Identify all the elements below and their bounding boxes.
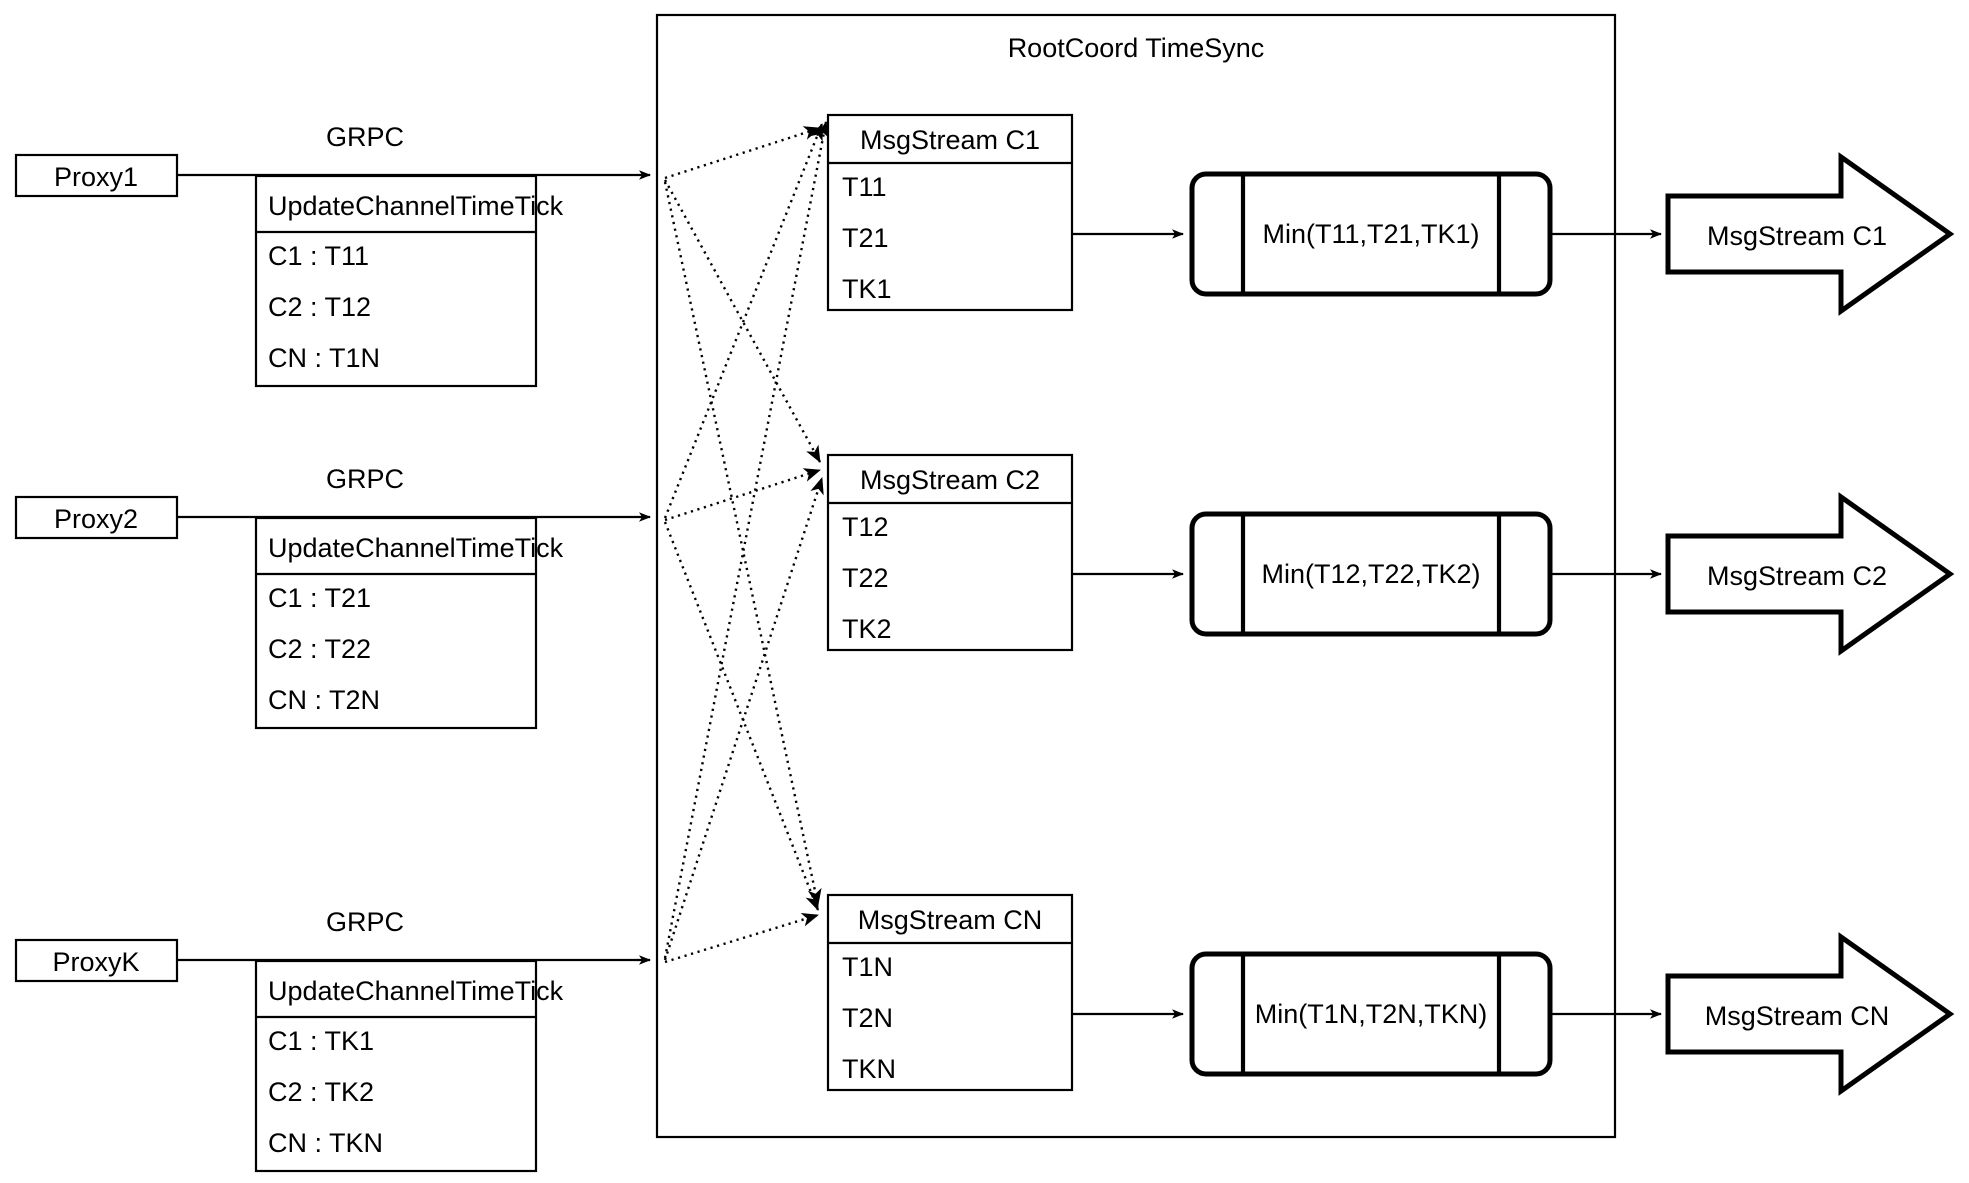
msgstream-header: MsgStream C2: [860, 465, 1040, 495]
msgstream-row: T11: [842, 172, 887, 202]
msgstream-row: TK1: [842, 274, 892, 304]
proxy-group-1: Proxy1 GRPC UpdateChannelTimeTick C1 : T…: [14, 122, 651, 388]
proxy-box[interactable]: [14, 153, 179, 198]
channel-group-3: MsgStream CN T1N T2N TKN Min(T1N,T2N,TKN…: [826, 893, 1955, 1096]
request-row: C2 : TK2: [268, 1077, 374, 1107]
request-row: C2 : T22: [268, 634, 371, 664]
output-label: MsgStream CN: [1705, 1001, 1890, 1031]
grpc-link-label: GRPC: [326, 907, 404, 937]
channel-group-2: MsgStream C2 T12 T22 TK2 Min(T12,T22,TK2…: [826, 453, 1955, 656]
proxy-group-2: Proxy2 GRPC UpdateChannelTimeTick C1 : T…: [14, 464, 651, 730]
min-process-box: Min(T1N,T2N,TKN): [1189, 951, 1553, 1077]
update-channel-timetick-box: [254, 516, 538, 730]
msgstream-row: T21: [842, 223, 889, 253]
min-label: Min(T1N,T2N,TKN): [1255, 999, 1488, 1029]
output-msgstream-arrow: MsgStream CN: [1665, 932, 1955, 1096]
min-process-box: Min(T12,T22,TK2): [1189, 511, 1553, 637]
proxy-group-3: ProxyK GRPC UpdateChannelTimeTick C1 : T…: [14, 907, 651, 1173]
channel-group-1: MsgStream C1 T11 T21 TK1 Min(T11,T21,TK1…: [826, 113, 1955, 316]
proxy-box[interactable]: [14, 495, 179, 540]
container-title: RootCoord TimeSync: [1008, 33, 1265, 63]
min-process-box: Min(T11,T21,TK1): [1189, 171, 1553, 297]
msgstream-row: T12: [842, 512, 889, 542]
request-header: UpdateChannelTimeTick: [268, 533, 564, 563]
msgstream-row: T2N: [842, 1003, 893, 1033]
request-row: C2 : T12: [268, 292, 371, 322]
request-row: C1 : T21: [268, 583, 371, 613]
proxy-label: Proxy2: [54, 504, 138, 534]
min-label: Min(T11,T21,TK1): [1262, 219, 1479, 249]
msgstream-header: MsgStream C1: [860, 125, 1040, 155]
proxy-label: ProxyK: [52, 947, 139, 977]
timetick-dispatch-edges: [663, 121, 830, 964]
output-msgstream-arrow: MsgStream C2: [1665, 492, 1955, 656]
output-label: MsgStream C1: [1707, 221, 1887, 251]
msgstream-row: TKN: [842, 1054, 896, 1084]
request-row: C1 : T11: [268, 241, 369, 271]
request-row: CN : T1N: [268, 343, 380, 373]
request-header: UpdateChannelTimeTick: [268, 976, 564, 1006]
request-row: CN : TKN: [268, 1128, 383, 1158]
min-label: Min(T12,T22,TK2): [1261, 559, 1480, 589]
msgstream-row: T1N: [842, 952, 893, 982]
grpc-link-label: GRPC: [326, 464, 404, 494]
output-label: MsgStream C2: [1707, 561, 1887, 591]
msgstream-header: MsgStream CN: [858, 905, 1043, 935]
request-header: UpdateChannelTimeTick: [268, 191, 564, 221]
msgstream-box: [826, 113, 1074, 312]
proxy-label: Proxy1: [54, 162, 138, 192]
output-msgstream-arrow: MsgStream C1: [1665, 152, 1955, 316]
update-channel-timetick-box: [254, 174, 538, 388]
msgstream-box: [826, 893, 1074, 1092]
request-row: CN : T2N: [268, 685, 380, 715]
grpc-link-label: GRPC: [326, 122, 404, 152]
msgstream-box: [826, 453, 1074, 652]
msgstream-row: T22: [842, 563, 889, 593]
msgstream-row: TK2: [842, 614, 892, 644]
update-channel-timetick-box: [254, 959, 538, 1173]
request-row: C1 : TK1: [268, 1026, 374, 1056]
